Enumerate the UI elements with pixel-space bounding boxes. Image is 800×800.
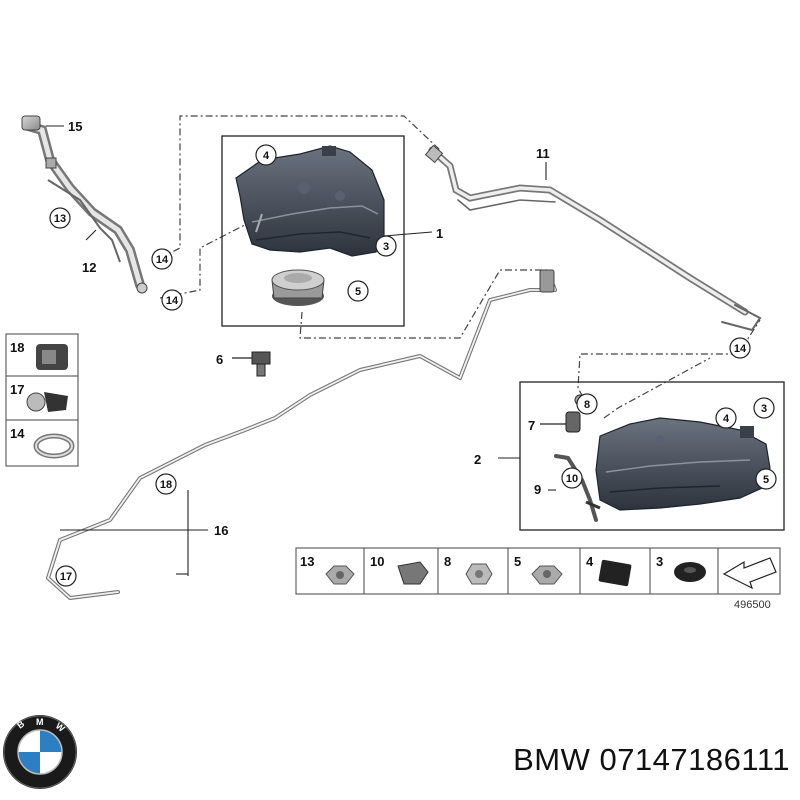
callout-4a-circle [255, 144, 277, 166]
bmw-logo: B M W [3, 715, 77, 789]
leader-lines [46, 125, 556, 576]
filler-pipe-12 [21, 115, 148, 294]
callout-14c: 14 [734, 343, 747, 355]
fuel-line-16 [46, 269, 557, 600]
callout-5b-circle [755, 468, 777, 490]
tank-2-frame [519, 381, 785, 531]
callout-3a: 3 [383, 241, 389, 253]
side-legend: 18 17 14 [5, 333, 79, 467]
callout-10-circle [561, 467, 583, 489]
bottom-legend-3: 3 [656, 554, 663, 569]
callout-14a-circle [151, 248, 173, 270]
label-12: 12 [82, 260, 96, 275]
callout-5a: 5 [355, 286, 361, 298]
bottom-legend-4: 4 [586, 554, 594, 569]
tank-1-image [235, 145, 385, 257]
side-legend-18: 18 [10, 340, 24, 355]
callout-3b-circle [753, 397, 775, 419]
callout-13-circle [49, 207, 71, 229]
callout-5a-circle [347, 280, 369, 302]
label-15: 15 [68, 119, 82, 134]
label-1: 1 [436, 226, 443, 241]
sensor-6-image [232, 351, 271, 377]
callout-5b: 5 [763, 474, 769, 486]
callout-13: 13 [54, 213, 66, 225]
bottom-legend: 13 10 8 5 4 3 [295, 547, 781, 595]
label-2: 2 [474, 452, 481, 467]
pump-5-image [271, 269, 325, 306]
callout-4a: 4 [263, 150, 270, 162]
callout-10: 10 [566, 473, 578, 485]
svg-text:M: M [36, 717, 44, 727]
fuel-line-11 [424, 144, 762, 332]
label-16: 16 [214, 523, 228, 538]
label-11: 11 [536, 146, 550, 161]
tank-1-frame [221, 135, 405, 327]
callout-circles [49, 144, 777, 587]
callout-14b: 14 [166, 295, 179, 307]
diagram-number: 496500 [734, 599, 771, 611]
bottom-legend-5: 5 [514, 554, 521, 569]
bottom-legend-8: 8 [444, 554, 451, 569]
callout-14a: 14 [156, 254, 169, 266]
callout-14c-circle [729, 337, 751, 359]
brand-name: BMW [513, 742, 591, 777]
callout-18-circle [155, 473, 177, 495]
callout-3b: 3 [761, 403, 767, 415]
label-6: 6 [216, 352, 223, 367]
part-number: 07147186111 [599, 742, 790, 777]
callout-17-circle [55, 565, 77, 587]
label-9: 9 [534, 482, 541, 497]
side-legend-14: 14 [10, 426, 25, 441]
callout-4b: 4 [723, 413, 730, 425]
catalog-caption: BMW 07147186111 [400, 742, 790, 778]
side-legend-17: 17 [10, 382, 24, 397]
callout-8-circle [576, 393, 598, 415]
bottom-legend-10: 10 [370, 554, 384, 569]
callout-3a-circle [375, 235, 397, 257]
callout-14b-circle [161, 289, 183, 311]
tank-2-image [595, 417, 771, 511]
svg-text:B: B [15, 718, 27, 730]
callout-8: 8 [584, 399, 590, 411]
hose-9-image [554, 454, 601, 522]
label-7: 7 [528, 418, 535, 433]
callout-4b-circle [715, 407, 737, 429]
callout-17: 17 [60, 571, 72, 583]
bottom-legend-13: 13 [300, 554, 314, 569]
callout-18: 18 [160, 479, 172, 491]
callout-labels: 4 3 5 13 14 14 14 8 4 3 5 10 18 17 [54, 150, 769, 583]
